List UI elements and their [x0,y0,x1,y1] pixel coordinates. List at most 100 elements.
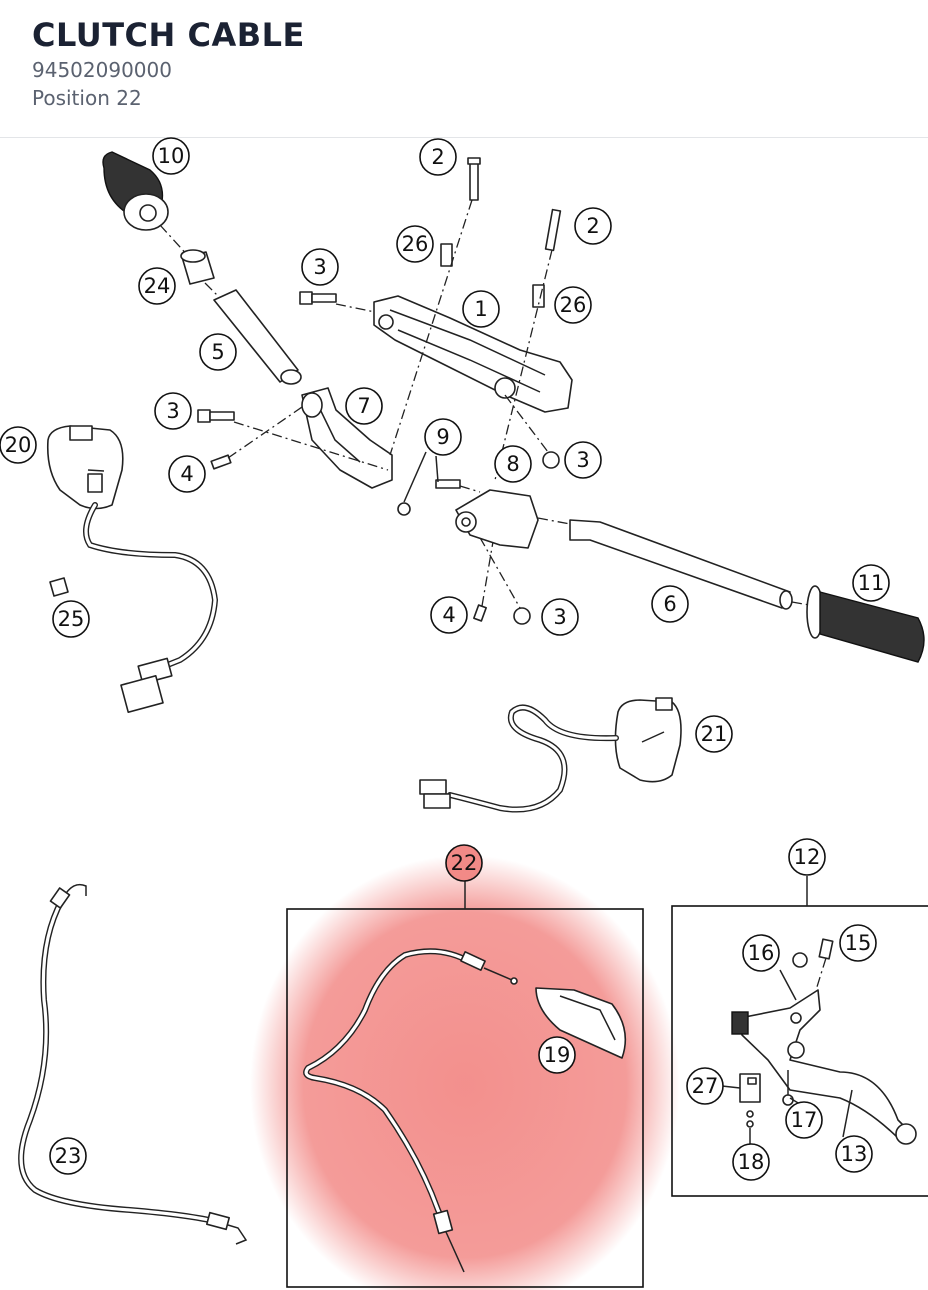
callout-4-left[interactable]: 4 [168,455,206,493]
callout-18[interactable]: 18 [732,1143,770,1181]
svg-text:26: 26 [402,232,429,256]
part-bolt-4a[interactable] [210,454,232,470]
callout-20[interactable]: 20 [0,426,37,464]
part-lower-clamp-right[interactable] [455,489,539,549]
callout-26-top[interactable]: 26 [396,225,434,263]
svg-text:2: 2 [586,214,599,238]
callout-27[interactable]: 27 [686,1067,724,1105]
callout-3-top[interactable]: 3 [301,248,339,286]
svg-text:21: 21 [701,722,728,746]
svg-text:18: 18 [738,1150,765,1174]
part-connector-right[interactable] [419,779,451,809]
highlight-glow [250,855,680,1290]
part-switch-27[interactable] [739,1073,761,1103]
svg-text:10: 10 [158,144,185,168]
part-grip-right[interactable] [806,585,925,663]
part-clutch-cable[interactable] [303,948,518,1273]
part-bolt-3d[interactable] [513,607,531,625]
callout-8[interactable]: 8 [494,445,532,483]
callout-9[interactable]: 9 [424,418,462,456]
svg-text:26: 26 [560,293,587,317]
svg-text:3: 3 [576,448,589,472]
callout-3-left[interactable]: 3 [154,392,192,430]
callout-17[interactable]: 17 [785,1101,823,1139]
part-lower-clamp-left[interactable] [301,387,393,489]
page-title: CLUTCH CABLE [32,16,305,54]
callout-6[interactable]: 6 [651,585,689,623]
part-cable-23[interactable] [18,883,248,1245]
part-switch-left[interactable] [46,425,124,510]
svg-text:3: 3 [553,605,566,629]
part-handlebar-right[interactable] [569,519,793,610]
svg-text:4: 4 [180,462,193,486]
callout-5[interactable]: 5 [199,333,237,371]
part-bolt-4b[interactable] [473,604,487,622]
svg-text:9: 9 [436,425,449,449]
part-number: 94502090000 [32,58,172,82]
svg-text:5: 5 [211,340,224,364]
part-lever-assembly[interactable] [731,989,917,1145]
part-sleeve[interactable] [180,249,215,285]
svg-text:20: 20 [5,433,32,457]
svg-text:16: 16 [748,941,775,965]
callout-1[interactable]: 1 [462,290,500,328]
svg-text:19: 19 [544,1043,571,1067]
part-bolt-2b[interactable] [544,208,562,252]
part-bolt-3a[interactable] [299,291,337,305]
part-bolt-9b[interactable] [435,479,461,489]
svg-text:4: 4 [442,603,455,627]
svg-text:7: 7 [357,394,370,418]
part-bolt-2a[interactable] [467,157,481,201]
page-header: CLUTCH CABLE 94502090000 Position 22 [0,0,928,138]
svg-text:11: 11 [858,571,885,595]
part-top-clamp[interactable] [373,295,573,413]
part-screw-18[interactable] [746,1110,754,1128]
callout-21[interactable]: 21 [695,715,733,753]
callout-13[interactable]: 13 [835,1135,873,1173]
callout-3-right[interactable]: 3 [564,441,602,479]
callout-25[interactable]: 25 [52,600,90,638]
callout-10[interactable]: 10 [152,137,190,175]
part-bolt-15[interactable] [815,938,834,991]
part-clip[interactable] [49,577,69,597]
part-screw-16[interactable] [792,952,808,968]
lever-group-box [671,905,928,1197]
callout-3-bottom[interactable]: 3 [541,598,579,636]
svg-text:2: 2 [431,145,444,169]
part-boot[interactable] [535,987,627,1059]
callout-2-top[interactable]: 2 [419,138,457,176]
callout-7[interactable]: 7 [345,387,383,425]
svg-text:17: 17 [791,1108,818,1132]
svg-text:24: 24 [144,274,171,298]
svg-text:6: 6 [663,592,676,616]
callout-15[interactable]: 15 [839,924,877,962]
svg-text:3: 3 [313,255,326,279]
part-spacer-26b[interactable] [532,284,545,308]
callout-22-highlighted[interactable]: 22 [445,844,483,882]
callout-4-bottom[interactable]: 4 [430,596,468,634]
part-bolt-3c[interactable] [542,451,560,469]
part-handlebar-left[interactable] [213,289,302,385]
callout-11[interactable]: 11 [852,564,890,602]
callout-26-right[interactable]: 26 [554,286,592,324]
svg-text:1: 1 [474,297,487,321]
callout-2-right[interactable]: 2 [574,207,612,245]
svg-text:13: 13 [841,1142,868,1166]
part-bolt-9a[interactable] [397,502,411,516]
callout-19[interactable]: 19 [538,1036,576,1074]
svg-text:27: 27 [692,1074,719,1098]
svg-text:25: 25 [58,607,85,631]
svg-text:3: 3 [166,399,179,423]
callout-16[interactable]: 16 [742,934,780,972]
callout-23[interactable]: 23 [49,1137,87,1175]
part-grip-left[interactable] [102,151,169,231]
part-bolt-3b[interactable] [197,409,235,423]
part-switch-right[interactable] [614,697,682,783]
svg-text:23: 23 [55,1144,82,1168]
part-connector-left[interactable] [120,657,173,713]
callout-24[interactable]: 24 [138,267,176,305]
svg-text:15: 15 [845,931,872,955]
callout-12[interactable]: 12 [788,838,826,876]
part-spacer-26a[interactable] [440,243,453,267]
